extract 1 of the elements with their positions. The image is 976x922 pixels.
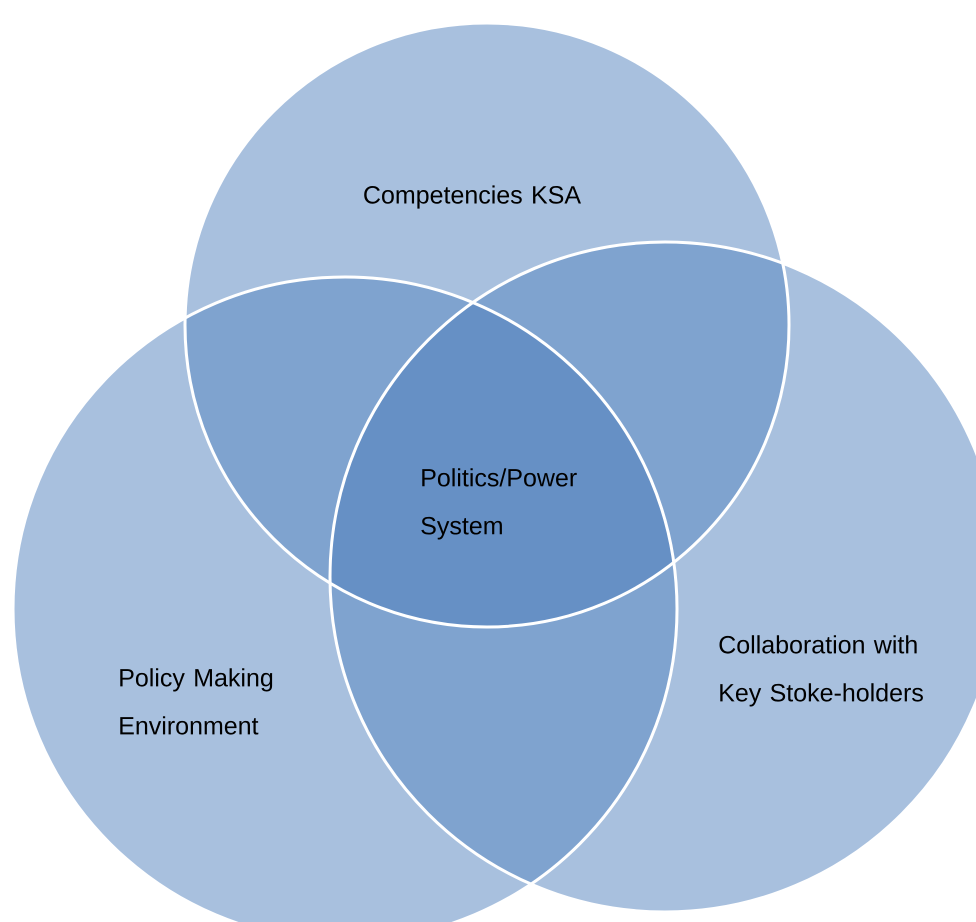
- overlap-label: Politics/Power System: [421, 468, 577, 540]
